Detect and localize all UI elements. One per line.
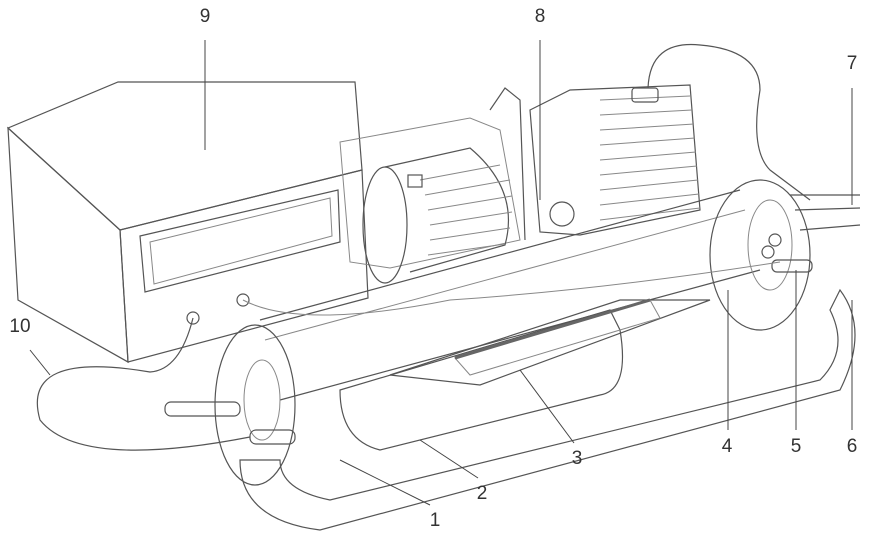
vacuum-pump-motor (339, 87, 526, 284)
sample-boat (389, 298, 711, 386)
thermocouple-wire-10 (36, 317, 251, 451)
label-1: 1 (429, 510, 441, 531)
label-7: 7 (846, 53, 858, 74)
label-10: 10 (9, 316, 31, 337)
label-4: 4 (721, 436, 733, 457)
vacuum-pump (529, 43, 811, 236)
power-supply-box (6, 81, 369, 364)
leader-lines (29, 40, 853, 506)
left-flange (164, 324, 296, 486)
label-2: 2 (476, 483, 488, 504)
quartz-tube (259, 179, 861, 401)
furnace-half-shell (239, 288, 856, 531)
label-3: 3 (571, 448, 583, 469)
label-9: 9 (199, 6, 211, 27)
label-5: 5 (790, 436, 802, 457)
label-6: 6 (846, 436, 858, 457)
signal-wire (242, 261, 781, 316)
label-8: 8 (534, 6, 546, 27)
